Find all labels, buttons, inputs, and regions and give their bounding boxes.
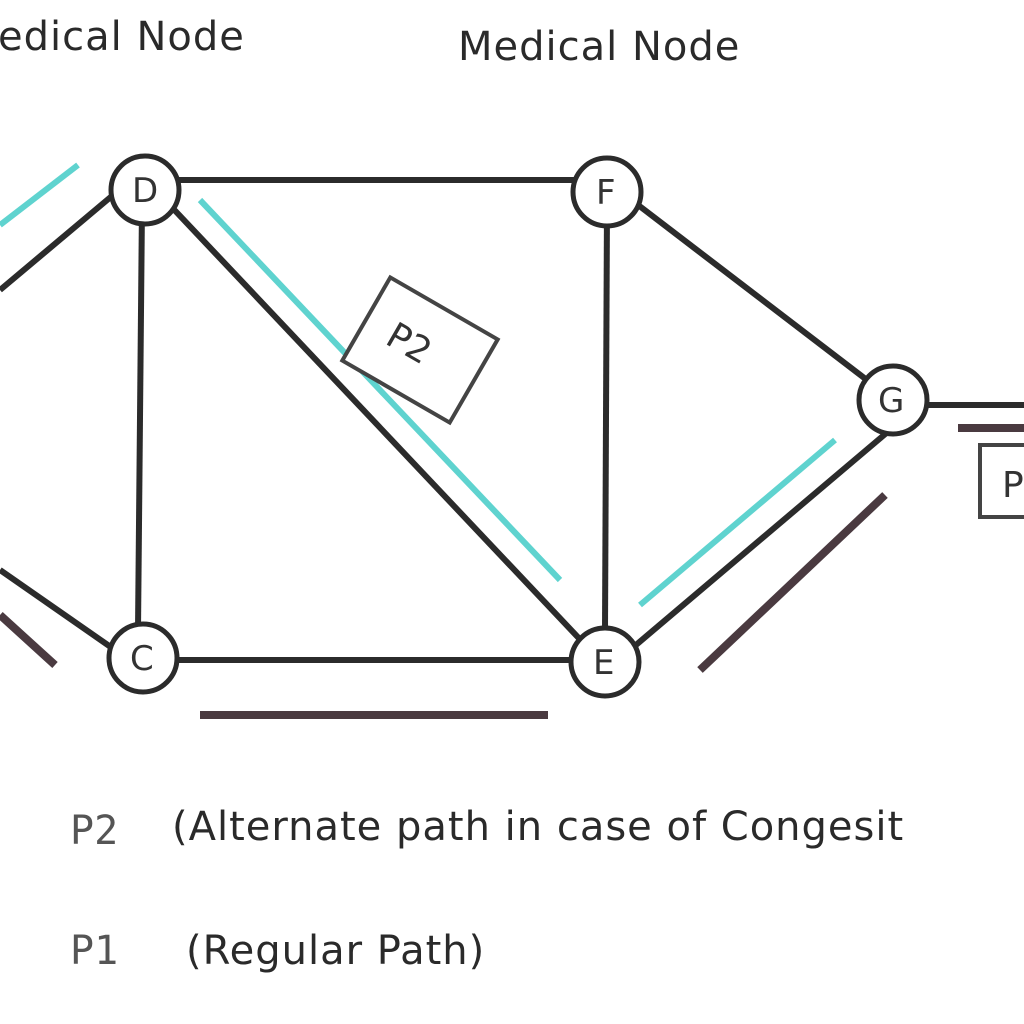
- edge-D-E: [162, 197, 593, 653]
- node-G: G: [856, 363, 930, 437]
- legend-p1-description: (Regular Path): [186, 928, 486, 974]
- edge-F-E: [602, 204, 610, 631]
- edge-E-G: [628, 427, 892, 653]
- node-D: D: [108, 153, 182, 227]
- p2-segment-left: [0, 162, 80, 228]
- node-G-label: G: [878, 381, 904, 421]
- legend-p2-description: (Alternate path in case of Congesit: [172, 804, 905, 850]
- edge-D-C: [135, 204, 145, 631]
- edge-left-C: [0, 567, 117, 653]
- p1-segment-E-G: [697, 492, 888, 673]
- medical-node-label-left: edical Node: [0, 14, 245, 60]
- node-C: C: [106, 621, 180, 695]
- node-F-label: F: [596, 173, 616, 213]
- node-D-label: D: [132, 171, 158, 211]
- node-C-label: C: [130, 639, 154, 679]
- medical-node-label-right: Medical Node: [458, 24, 741, 70]
- node-E-label: E: [593, 643, 614, 683]
- node-F: F: [570, 155, 644, 229]
- edges: [0, 177, 1024, 663]
- legend-p2-key: P2: [70, 808, 119, 854]
- edge-F-G: [623, 192, 882, 393]
- p1-segment-left: [0, 612, 58, 668]
- node-E: E: [568, 625, 642, 699]
- regular-path-P1: [0, 424, 1024, 719]
- edge-left-D: [0, 182, 127, 293]
- p1-tag: P: [978, 443, 1024, 519]
- legend-p1-key: P1: [70, 928, 119, 974]
- p2-segment-E-G: [638, 437, 837, 608]
- p1-tag-label: P: [1002, 465, 1024, 506]
- p2-segment-D-E: [197, 197, 563, 583]
- alternate-path-P2: [0, 162, 837, 608]
- p2-tag: P2: [339, 274, 501, 426]
